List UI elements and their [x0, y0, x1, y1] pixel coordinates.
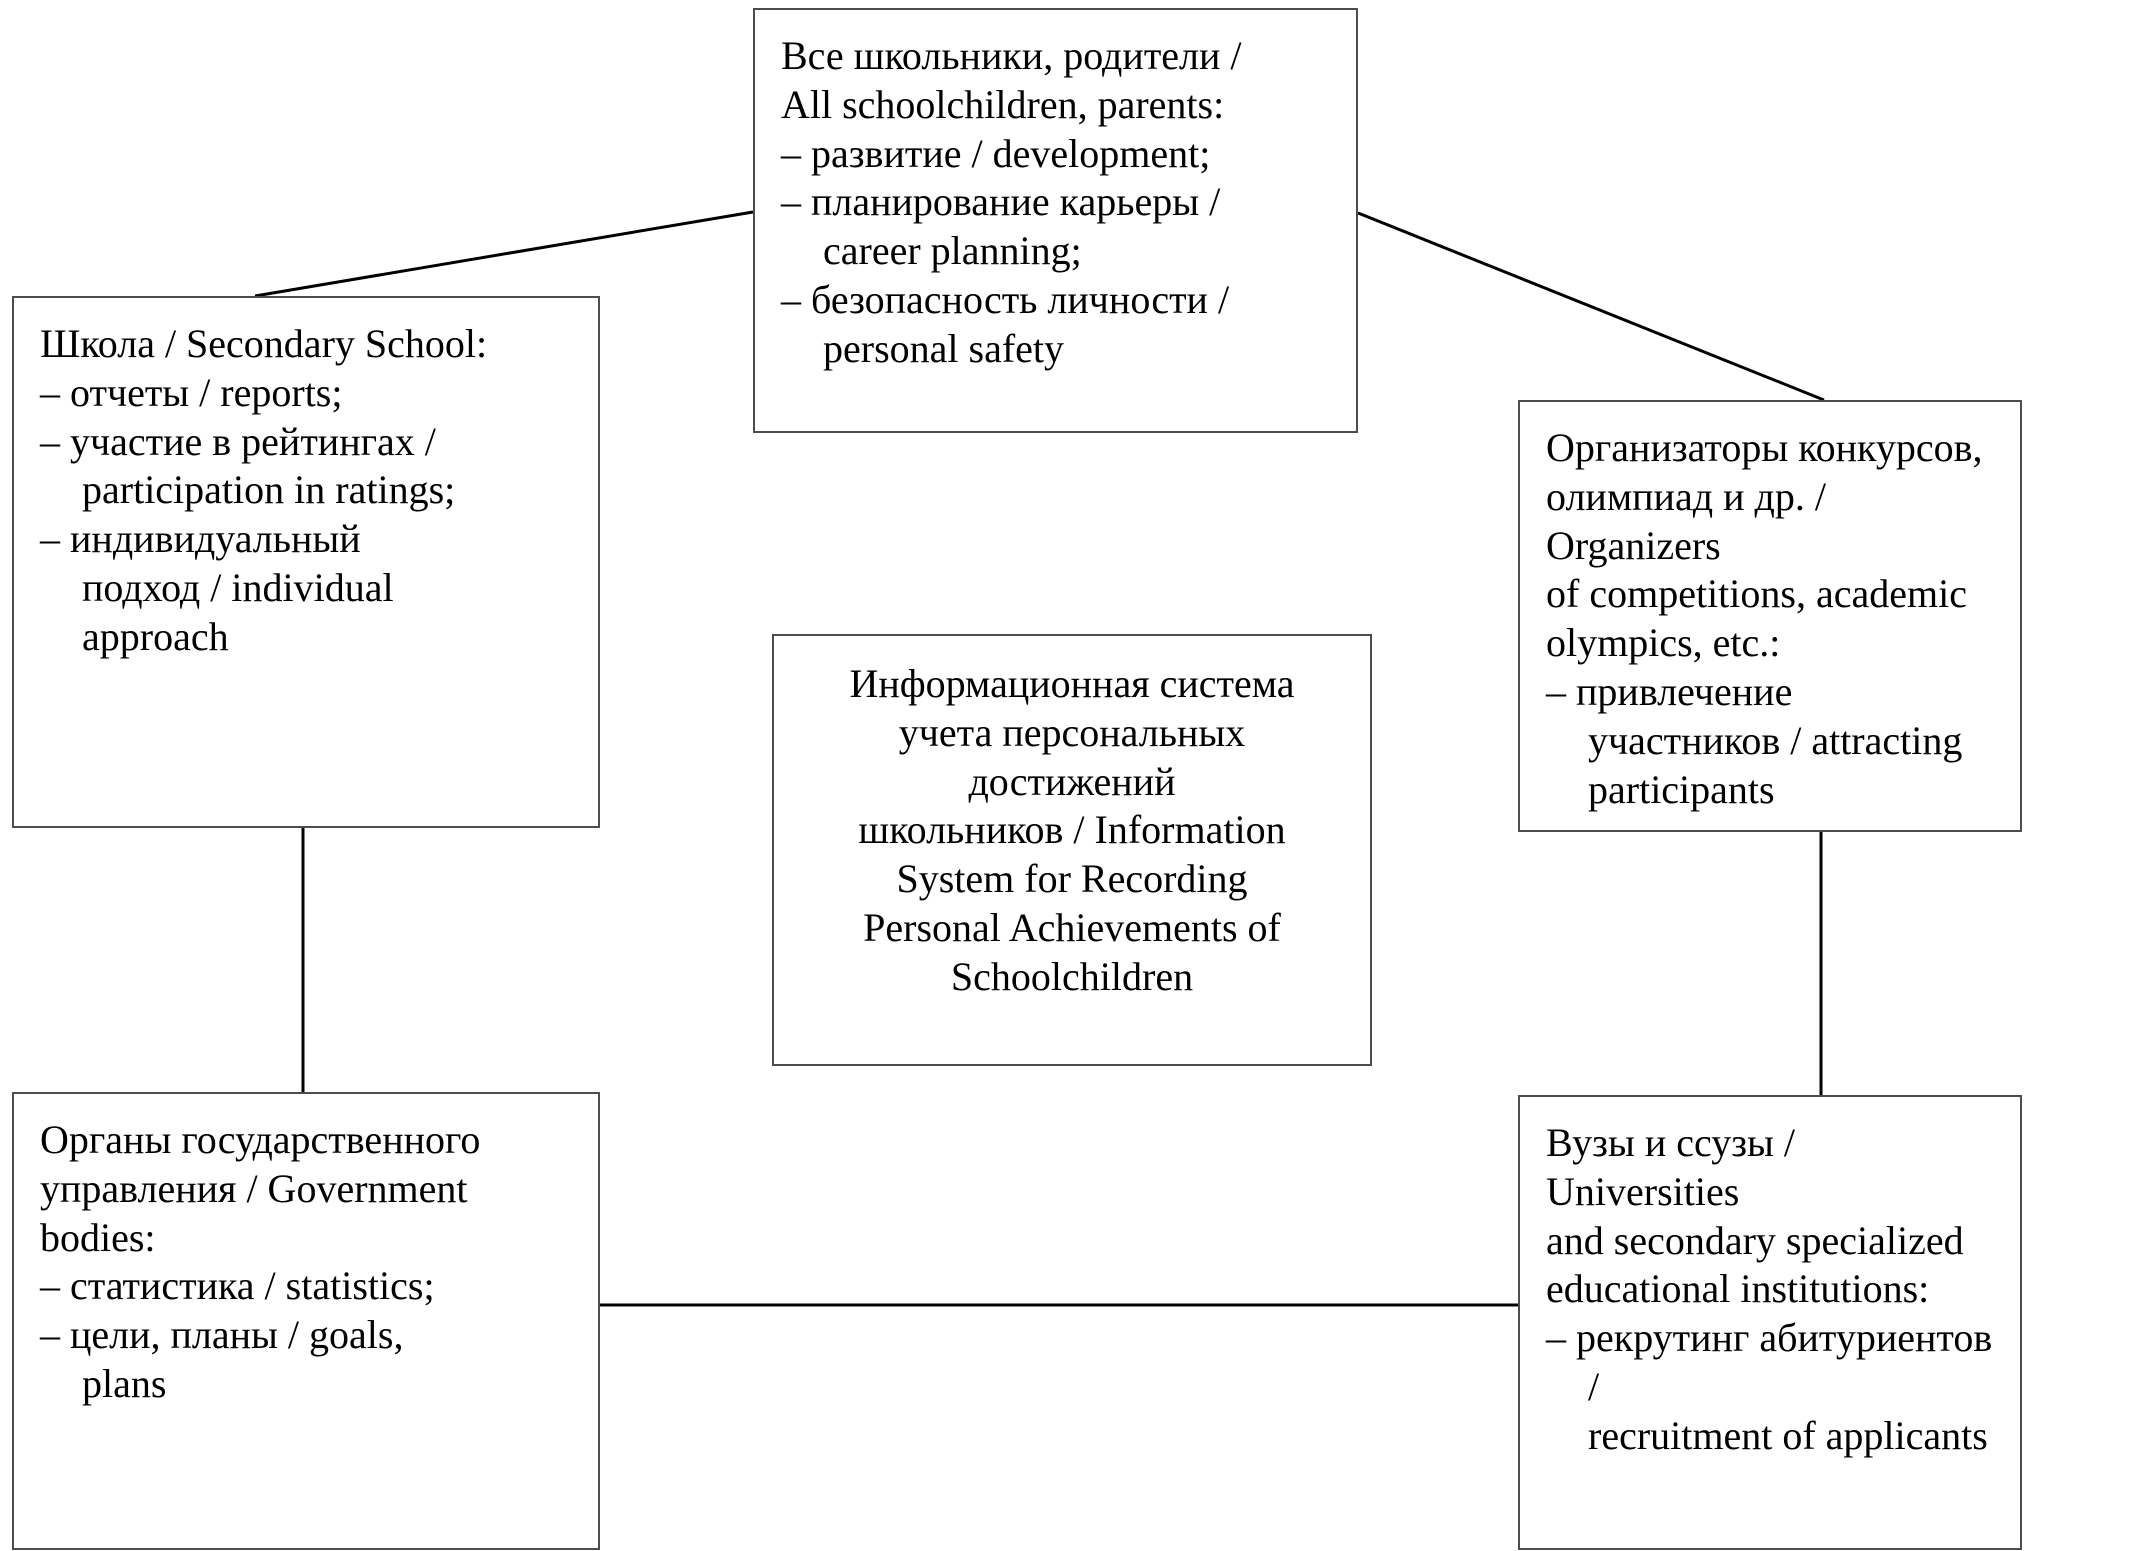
node-line: Школа / Secondary School:: [40, 321, 488, 366]
node-line: educational institutions:: [1546, 1266, 1930, 1312]
node-line: Вузы и ссузы / Universities: [1546, 1120, 1806, 1214]
node-line: and secondary specialized: [1546, 1217, 1964, 1263]
node-line: школьников / Information: [858, 807, 1286, 853]
node-secondary-school-body: Школа / Secondary School: – отчеты / rep…: [14, 298, 598, 672]
node-universities-body: Вузы и ссузы / Universities and secondar…: [1520, 1097, 2020, 1471]
connector-organizers-to-schoolchildren: [1357, 211, 1825, 402]
node-line: recruitment of applicants: [1588, 1412, 1988, 1458]
node-all-schoolchildren-parents-body: Все школьники, родители / All schoolchil…: [755, 10, 1356, 384]
node-organizers-of-competitions[interactable]: Организаторы конкурсов, олимпиад и др. /…: [1518, 400, 2022, 832]
node-line: Все школьники, родители /: [781, 33, 1242, 78]
node-line: управления / Government: [40, 1165, 468, 1211]
node-government-bodies[interactable]: Органы государственного управления / Gov…: [12, 1092, 600, 1550]
node-line: olympics, etc.:: [1546, 620, 1781, 666]
node-line: – привлечение: [1546, 668, 1793, 714]
node-line: участников / attracting: [1588, 717, 1963, 763]
node-line: career planning;: [823, 228, 1082, 274]
connector-school-to-schoolchildren: [254, 210, 754, 298]
node-line: participants: [1588, 766, 1775, 812]
node-line: Организаторы конкурсов,: [1546, 425, 1983, 470]
node-line: – цели, планы / goals,: [40, 1312, 404, 1358]
node-line: – отчеты / reports;: [40, 369, 343, 415]
node-line: Personal Achievements of: [863, 904, 1281, 950]
node-line: System for Recording: [896, 856, 1248, 902]
node-information-system[interactable]: Информационная система учета персональны…: [772, 634, 1372, 1066]
node-universities[interactable]: Вузы и ссузы / Universities and secondar…: [1518, 1095, 2022, 1550]
node-line: Информационная система: [849, 661, 1295, 706]
node-line: participation in ratings;: [82, 467, 456, 513]
node-line: Органы государственного: [40, 1117, 481, 1162]
node-line: – участие в рейтингах /: [40, 418, 436, 464]
node-line: personal safety: [823, 325, 1065, 371]
node-line: учета персональных: [898, 709, 1246, 755]
node-line: – планирование карьеры /: [781, 179, 1221, 225]
node-line: олимпиад и др. / Organizers: [1546, 473, 1836, 568]
node-line: – рекрутинг абитуриентов /: [1546, 1315, 2003, 1409]
node-government-bodies-body: Органы государственного управления / Gov…: [14, 1094, 598, 1419]
node-line: – безопасность личности /: [781, 276, 1230, 322]
node-line: of competitions, academic: [1546, 571, 1967, 617]
node-line: approach: [82, 613, 229, 659]
node-line: – развитие / development;: [781, 130, 1211, 176]
node-organizers-of-competitions-body: Организаторы конкурсов, олимпиад и др. /…: [1520, 402, 2020, 824]
node-information-system-body: Информационная система учета персональны…: [774, 636, 1370, 1026]
node-line: – статистика / statistics;: [40, 1263, 435, 1309]
node-all-schoolchildren-parents[interactable]: Все школьники, родители / All schoolchil…: [753, 8, 1358, 433]
node-line: Schoolchildren: [950, 953, 1194, 999]
node-line: All schoolchildren, parents:: [781, 81, 1225, 127]
node-line: plans: [82, 1360, 167, 1406]
node-secondary-school[interactable]: Школа / Secondary School: – отчеты / rep…: [12, 296, 600, 828]
node-line: подход / individual: [82, 564, 394, 610]
node-line: bodies:: [40, 1214, 156, 1260]
node-line: – индивидуальный: [40, 516, 361, 562]
node-line: достижений: [968, 758, 1176, 804]
